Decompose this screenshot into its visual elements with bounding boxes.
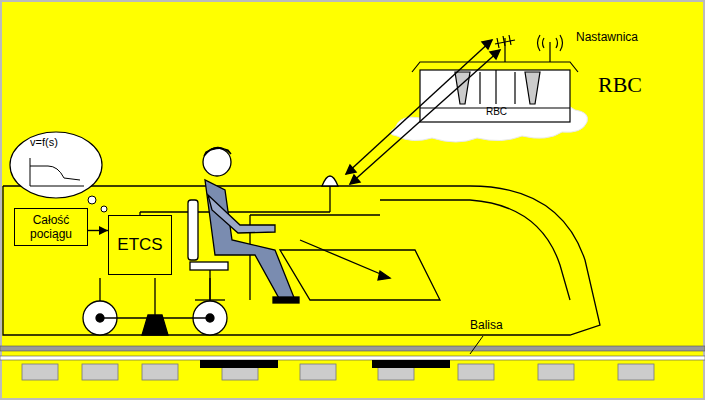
track: [0, 336, 705, 380]
node-text: ETCS: [117, 235, 162, 255]
rbc-building: [412, 35, 578, 122]
rbc-building: RBC: [420, 106, 573, 122]
node-text: Całość pociągu: [19, 213, 83, 241]
thought-bubble: v=f(s): [8, 130, 107, 200]
connector-arrow: [88, 226, 108, 235]
node-text: v=f(s): [30, 136, 107, 148]
interlocking-label: Nastawnica: [576, 30, 638, 44]
leader-line: [470, 336, 483, 354]
train-cab: [3, 176, 600, 335]
rbc-label: RBC: [598, 72, 642, 98]
etcs-box: ETCS: [108, 215, 172, 275]
input-box: Całość pociągu: [14, 208, 88, 246]
node-text: RBC: [420, 106, 573, 117]
balise-label: Balisa: [470, 318, 503, 332]
balise: [372, 360, 450, 368]
radio-link: [346, 40, 500, 184]
driver: [188, 147, 299, 303]
balise: [200, 360, 278, 368]
thought-trail: [88, 196, 107, 212]
